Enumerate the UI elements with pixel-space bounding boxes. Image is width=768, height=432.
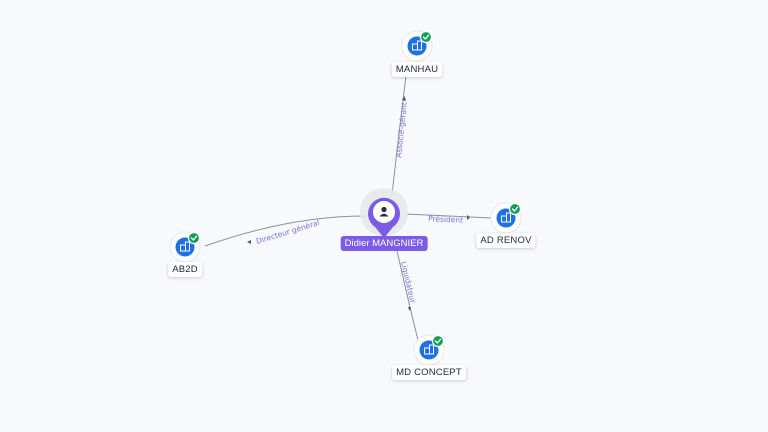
company-node-adrenov[interactable] [490,202,522,234]
verified-check-icon [508,202,522,216]
verified-check-icon [431,334,445,348]
edge-label-manhau: Associé-gérant [394,102,409,159]
person-node[interactable] [360,188,408,238]
building-icon [180,241,190,252]
company-label-adrenov[interactable]: AD RENOV [476,233,536,248]
arrow-manhau [402,96,406,101]
edge-ab2d [204,215,366,247]
edge-mdconcept [395,245,419,341]
company-node-mdconcept[interactable] [413,334,445,366]
verified-check-icon [187,231,201,245]
person-name-label[interactable]: Didier MANGNIER [340,236,428,251]
person-icon [379,206,389,217]
edge-label-ab2d: Directeur général [255,218,321,246]
edge-manhau [391,75,407,196]
company-label-manhau[interactable]: MANHAU [391,62,443,77]
company-label-ab2d[interactable]: AB2D [168,262,202,277]
edge-label-adrenov: Président [428,214,463,225]
company-label-mdconcept[interactable]: MD CONCEPT [392,365,466,380]
verified-check-icon [419,30,433,44]
arrow-mdconcept [408,307,411,311]
edge-label-mdconcept: Liquidateur [399,260,418,304]
building-icon [412,40,422,51]
arrow-adrenov [467,215,470,220]
building-icon [501,212,511,223]
edge-adrenov [404,213,493,219]
building-icon [424,344,434,355]
arrow-ab2d [247,240,251,244]
company-node-ab2d[interactable] [169,231,201,263]
company-node-manhau[interactable] [401,30,433,62]
